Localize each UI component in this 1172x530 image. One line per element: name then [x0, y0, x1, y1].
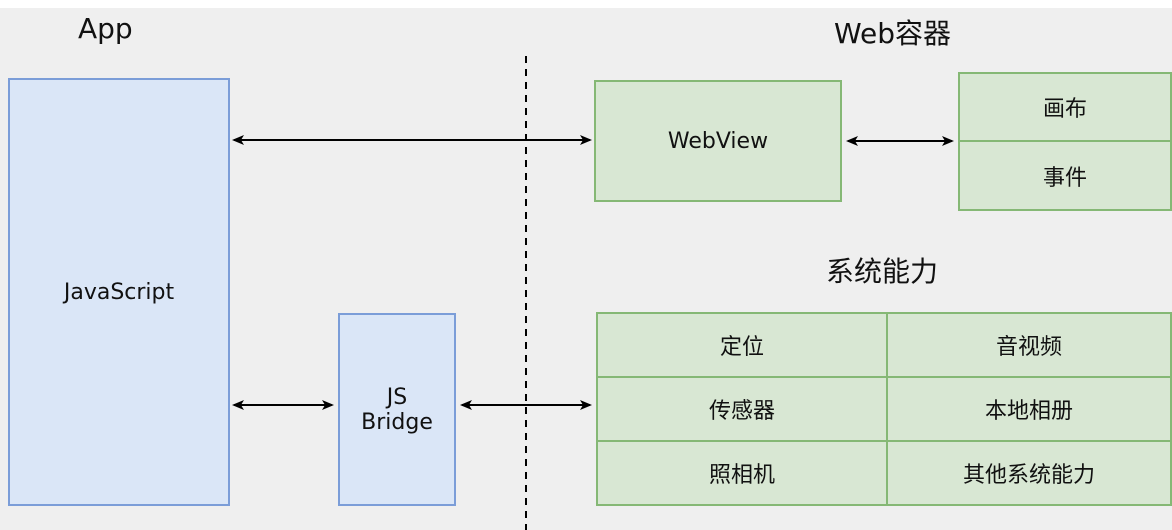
capability-label: 传感器 [708, 399, 775, 424]
capability-label: 其他系统能力 [962, 463, 1095, 488]
web-container-heading: Web容器 [834, 17, 952, 50]
capability-label: 本地相册 [984, 399, 1073, 424]
canvas-box: 画布 [958, 72, 1172, 142]
webview-label: WebView [667, 128, 769, 154]
webview-box: WebView [594, 80, 842, 202]
js-bridge-box: JS Bridge [338, 313, 456, 506]
events-label: 事件 [1042, 165, 1087, 191]
capability-label: 定位 [719, 335, 764, 360]
capability-label: 音视频 [995, 335, 1062, 360]
js-bridge-label-line2: Bridge [361, 409, 433, 435]
app-heading: App [78, 12, 133, 45]
capability-label: 照相机 [708, 463, 775, 488]
capability-cell: 本地相册 [886, 376, 1172, 442]
capability-cell: 照相机 [596, 440, 888, 506]
system-capabilities-heading: 系统能力 [826, 255, 939, 288]
javascript-box: JavaScript [8, 78, 230, 506]
js-bridge-label-line1: JS [386, 384, 408, 410]
capability-cell: 其他系统能力 [886, 440, 1172, 506]
capability-cell: 音视频 [886, 312, 1172, 378]
javascript-label: JavaScript [63, 279, 175, 305]
events-box: 事件 [958, 140, 1172, 211]
canvas-label: 画布 [1042, 97, 1087, 122]
capability-cell: 定位 [596, 312, 888, 378]
